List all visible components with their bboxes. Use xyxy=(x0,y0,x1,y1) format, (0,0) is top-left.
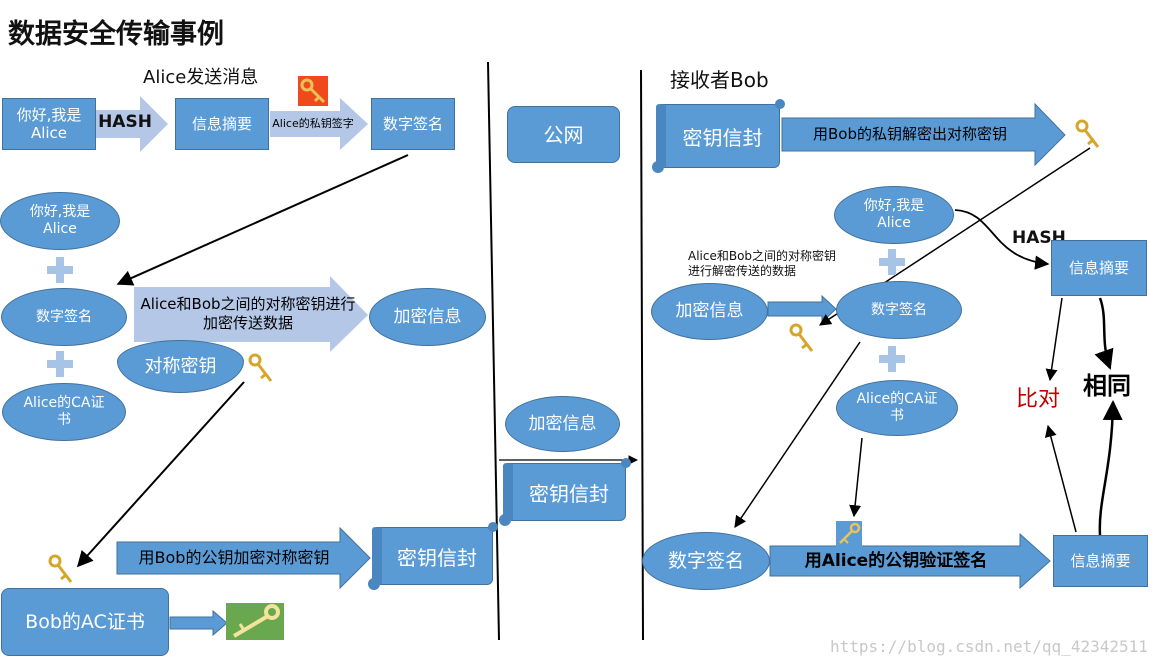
decrypt-envelope-arrow xyxy=(781,102,1066,167)
network-envelope-box: 密钥信封 xyxy=(499,458,631,526)
digest-bottom-to-same-line xyxy=(1098,400,1123,536)
bob-message-ellipse: 你好,我是Alice xyxy=(834,186,954,244)
sign-arrow xyxy=(270,98,368,150)
digest-top-to-compare-line xyxy=(1045,297,1063,382)
envelope-scroll: 密钥信封 xyxy=(368,522,498,590)
hash-arrow xyxy=(96,96,168,152)
bob-envelope-scroll: 密钥信封 xyxy=(652,99,785,173)
bob-encrypted-ellipse: 加密信息 xyxy=(651,283,768,340)
pubkey-encrypt-arrow xyxy=(116,526,371,590)
sym-key-ellipse: 对称密钥 xyxy=(117,340,244,393)
ca-cert-ellipse: Alice的CA证书 xyxy=(2,383,126,441)
divider-right xyxy=(640,69,644,641)
page-title: 数据安全传输事例 xyxy=(8,19,224,50)
verify-arrow-label: 用Alice的公钥验证签名 xyxy=(804,550,988,571)
encrypted-ellipse: 加密信息 xyxy=(369,288,486,346)
bob-ca-cert-ellipse: Alice的CA证书 xyxy=(836,380,958,436)
digest-top-to-same-line xyxy=(1094,297,1114,370)
gold-key-icon xyxy=(248,353,273,382)
bob-sig-ellipse: 数字签名 xyxy=(836,281,962,339)
verify-signature-arrow xyxy=(769,532,1051,590)
sym-decrypt-note: Alice和Bob之间的对称密钥进行解密传送的数据 xyxy=(688,249,837,278)
message-ellipse: 你好,我是Alice xyxy=(0,192,120,250)
bob-digest-top: 信息摘要 xyxy=(1051,240,1147,296)
hash-label: HASH xyxy=(98,112,152,132)
cert-to-key-line xyxy=(849,437,863,518)
digest-box: 信息摘要 xyxy=(175,98,269,150)
bob-signature-ellipse: 数字签名 xyxy=(642,532,770,590)
sign-arrow-label: Alice的私钥签字 xyxy=(272,116,354,130)
signature-ellipse: 数字签名 xyxy=(1,288,127,346)
message-box: 你好,我是Alice xyxy=(2,98,96,150)
gold-key-icon xyxy=(1075,119,1100,148)
encrypt-data-arrow xyxy=(134,276,368,352)
hash-curve xyxy=(954,209,1050,270)
pubkey-arrow-label: 用Bob的公钥加密对称密钥 xyxy=(138,547,330,567)
encrypted-to-sig-arrow xyxy=(767,294,837,324)
gold-key-icon xyxy=(789,323,814,352)
decrypt-arrow-label: 用Bob的私钥解密出对称密钥 xyxy=(813,125,1007,144)
divider-left xyxy=(487,61,500,641)
plus-icon xyxy=(47,257,73,283)
network-encrypted-ellipse: 加密信息 xyxy=(505,396,620,452)
signature-box: 数字签名 xyxy=(371,98,455,150)
gold-key-icon xyxy=(836,521,862,547)
bob-heading: 接收者Bob xyxy=(670,68,769,92)
plus-icon xyxy=(47,351,73,377)
encrypt-arrow-label: Alice和Bob之间的对称密钥进行加密传送数据 xyxy=(140,294,356,333)
alice-heading: Alice发送消息 xyxy=(143,67,259,88)
plus-icon xyxy=(879,346,905,372)
plus-icon xyxy=(879,249,905,275)
green-key-icon xyxy=(226,603,284,640)
gold-key-icon xyxy=(48,554,73,583)
compare-label: 比对 xyxy=(1016,387,1061,412)
bob-cert-arrow xyxy=(169,609,228,637)
same-label: 相同 xyxy=(1083,372,1131,400)
bob-digest-bottom: 信息摘要 xyxy=(1053,535,1148,587)
red-key-icon xyxy=(298,76,328,106)
digest-bottom-to-compare-line xyxy=(1044,424,1077,533)
watermark: https://blog.csdn.net/qq_42342511 xyxy=(830,637,1148,656)
sig-to-ellipse-line xyxy=(116,154,409,286)
public-net-box: 公网 xyxy=(507,106,620,163)
bob-cert-box: Bob的AC证书 xyxy=(1,588,169,656)
key-to-bob-cert-line xyxy=(76,381,245,568)
sig-to-signature-line xyxy=(734,341,861,528)
